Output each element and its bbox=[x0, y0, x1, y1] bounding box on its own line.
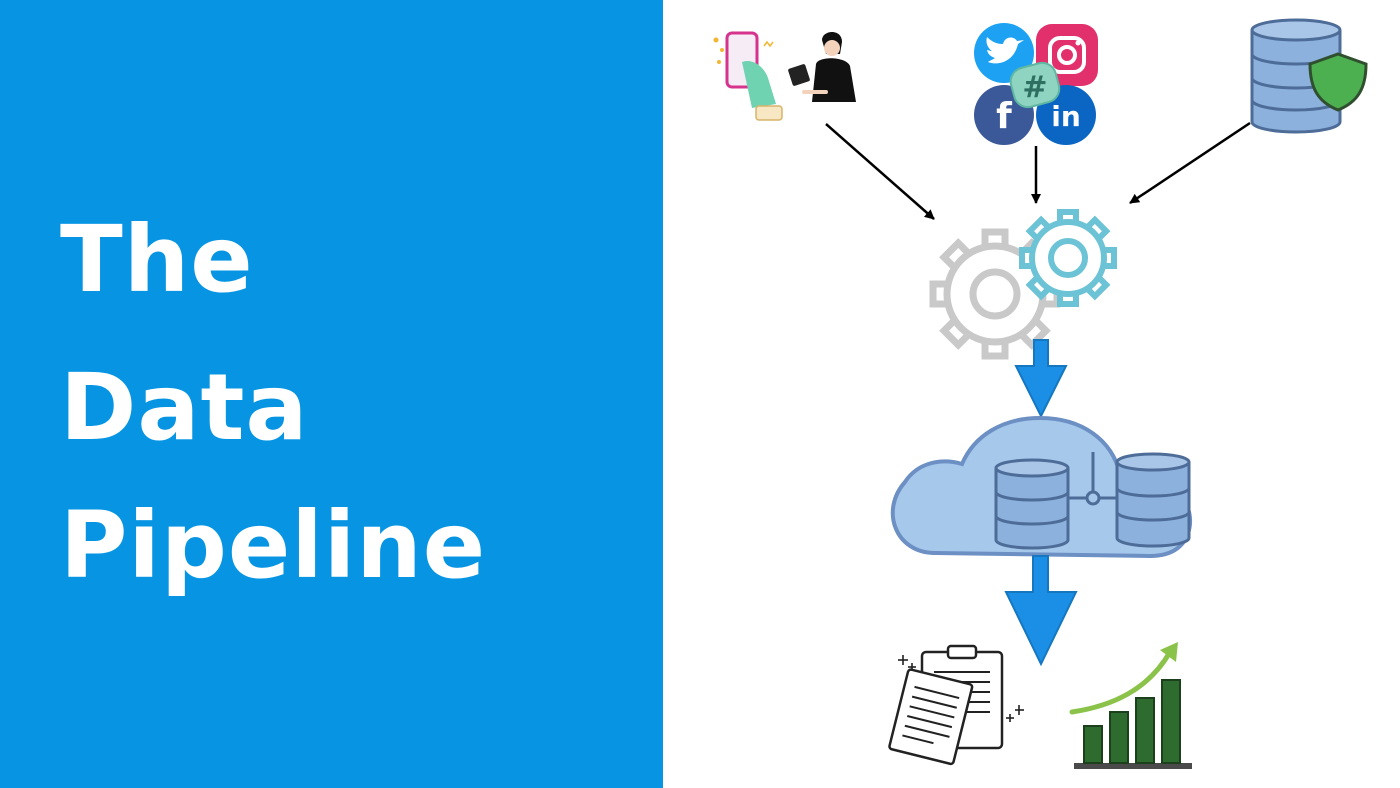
mobile-user-illustration bbox=[713, 31, 856, 121]
cloud-database-icon bbox=[890, 415, 1193, 559]
trend-arrow-icon bbox=[1069, 649, 1173, 715]
pipeline-diagram: f in # bbox=[713, 18, 1368, 769]
growth-chart-icon bbox=[1069, 642, 1192, 769]
title-panel: The Data Pipeline bbox=[0, 0, 663, 788]
title-line-2: Data bbox=[60, 354, 309, 461]
facebook-letter: f bbox=[996, 96, 1012, 137]
arrow-user-to-processing bbox=[825, 123, 935, 220]
arrow-storage-to-outputs bbox=[1004, 555, 1078, 667]
slack-icon: # bbox=[1009, 61, 1061, 109]
reports-icon bbox=[888, 644, 1024, 766]
arrow-database-to-processing bbox=[1129, 121, 1251, 205]
secure-database-icon bbox=[1250, 18, 1368, 134]
gear-teal-icon bbox=[1019, 209, 1117, 307]
title-line-3: Pipeline bbox=[60, 492, 487, 599]
shield-icon bbox=[1308, 52, 1368, 112]
slack-symbol: # bbox=[1022, 70, 1047, 105]
person-laptop-icon bbox=[788, 32, 856, 102]
cloud-database-right-icon bbox=[1115, 452, 1191, 548]
cloud-database-left-icon bbox=[994, 458, 1070, 550]
gears-icon bbox=[929, 209, 1117, 360]
sparkle-icon bbox=[898, 655, 1024, 722]
arrow-processing-to-storage bbox=[1014, 339, 1068, 419]
title-line-1: The bbox=[60, 206, 254, 313]
paper-sheet-icon bbox=[888, 668, 974, 766]
phone-hand-icon bbox=[713, 31, 783, 121]
linkedin-letters: in bbox=[1051, 100, 1081, 133]
social-media-icons: f in # bbox=[974, 23, 1098, 145]
